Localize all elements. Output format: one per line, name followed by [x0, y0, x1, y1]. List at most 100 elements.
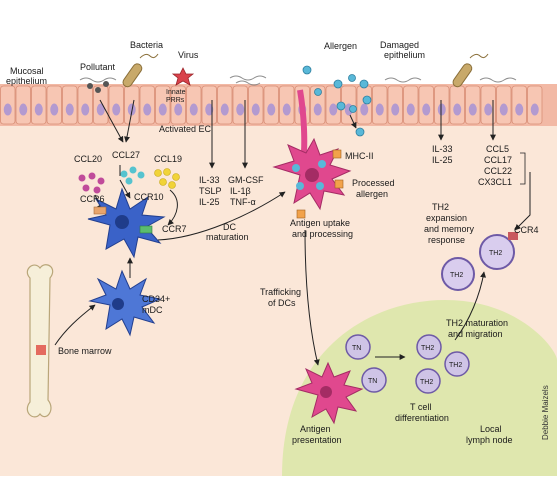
- labels: Mucosal epithelium Pollutant Bacteria Vi…: [6, 40, 550, 445]
- label-dc-maturation-2: maturation: [206, 232, 249, 242]
- cell-nucleus: [143, 103, 152, 116]
- cell-nucleus: [530, 103, 539, 116]
- dendritic-cell-pink: [272, 89, 352, 219]
- label-il33-mid: IL-33: [199, 175, 220, 185]
- cell-nucleus: [236, 103, 245, 116]
- label-trafficking-1: Trafficking: [260, 287, 301, 297]
- label-bone-marrow: Bone marrow: [58, 346, 112, 356]
- cell-nucleus: [484, 103, 493, 116]
- bone-icon: [26, 264, 54, 418]
- label-antigen-uptake-2: and processing: [292, 229, 353, 239]
- ccr7-receptor: [139, 225, 153, 234]
- label-mucosal-1: Mucosal: [10, 66, 44, 76]
- label-th2-4: TH2: [450, 272, 463, 279]
- label-th2-exp-2: expansion: [426, 213, 467, 223]
- label-ccr6: CCR6: [80, 194, 105, 204]
- label-th2-2: TH2: [420, 379, 433, 386]
- label-dc-maturation-1: DC: [223, 222, 236, 232]
- label-pollutant: Pollutant: [80, 62, 116, 72]
- label-innate-1: Innate: [166, 89, 186, 96]
- label-ccr10: CCR10: [134, 192, 164, 202]
- chemokine-bracket: [520, 152, 526, 185]
- label-tn-1: TN: [352, 345, 361, 352]
- cell-nucleus: [406, 103, 415, 116]
- label-lymph-2: lymph node: [466, 435, 513, 445]
- label-antigen-uptake-1: Antigen uptake: [290, 218, 350, 228]
- label-tn-2: TN: [368, 378, 377, 385]
- antigen-presenting-cell: [294, 361, 364, 425]
- label-ccl5: CCL5: [486, 144, 509, 154]
- cell-nucleus: [34, 103, 43, 116]
- mucus-wisps: [79, 75, 517, 86]
- cell-nucleus: [437, 103, 446, 116]
- cell-nucleus: [267, 103, 276, 116]
- chemokine-ccl20-dots: [78, 172, 105, 194]
- label-antigen-pres-1: Antigen: [300, 424, 331, 434]
- label-processed-2: allergen: [356, 189, 388, 199]
- label-damaged-1: Damaged: [380, 40, 419, 50]
- cell-nucleus: [375, 103, 384, 116]
- label-bacteria: Bacteria: [130, 40, 163, 50]
- cell-nucleus: [81, 103, 90, 116]
- allergen-particles: [302, 65, 372, 137]
- label-th2-1: TH2: [421, 345, 434, 352]
- cell-nucleus: [391, 103, 400, 116]
- chemokine-ccl19-dots: [154, 168, 180, 189]
- label-ccl19: CCL19: [154, 154, 182, 164]
- label-il33-right: IL-33: [432, 144, 453, 154]
- label-il1b: IL-1β: [230, 186, 251, 196]
- label-tcell-1: T cell: [410, 402, 431, 412]
- label-mhc2: MHC-II: [345, 151, 374, 161]
- label-tnfa: TNF-α: [230, 197, 256, 207]
- cell-nucleus: [220, 103, 229, 116]
- cell-nucleus: [329, 103, 338, 116]
- cell-nucleus: [468, 103, 477, 116]
- label-cd34-1: CD34+: [142, 294, 170, 304]
- label-ccl20: CCL20: [74, 154, 102, 164]
- pollutant-icon: [87, 81, 109, 93]
- label-activated-ec: Activated EC: [159, 124, 212, 134]
- label-il25-mid: IL-25: [199, 197, 220, 207]
- label-lymph-1: Local: [480, 424, 502, 434]
- label-virus: Virus: [178, 50, 199, 60]
- credit: Debbie Maizels: [541, 385, 550, 440]
- mucosal-epithelium: [0, 84, 557, 126]
- ccr6-receptor: [93, 206, 107, 215]
- cell-nucleus: [96, 103, 105, 116]
- chemokine-ccl27-dots: [120, 166, 145, 185]
- bone-marrow-site: [36, 345, 46, 355]
- cd34-mdc-cell: [88, 269, 162, 337]
- dendritic-cell-mature: [87, 187, 166, 259]
- cell-nucleus: [3, 103, 12, 116]
- ccr4-receptor: [508, 232, 518, 240]
- cell-nucleus: [282, 103, 291, 116]
- label-tslp: TSLP: [199, 186, 222, 196]
- label-tcell-2: differentiation: [395, 413, 449, 423]
- label-ccl22: CCL22: [484, 166, 512, 176]
- cell-nucleus: [158, 103, 167, 116]
- label-mucosal-2: epithelium: [6, 76, 47, 86]
- cell-nucleus: [189, 103, 198, 116]
- label-th2-3: TH2: [449, 362, 462, 369]
- label-cd34-2: mDC: [142, 305, 163, 315]
- cell-nucleus: [360, 103, 369, 116]
- label-allergen: Allergen: [324, 41, 357, 51]
- label-th2-exp-3: and memory: [424, 224, 475, 234]
- label-th2-mat-2: and migration: [448, 329, 503, 339]
- cell-nucleus: [174, 103, 183, 116]
- virus-icon: [171, 67, 195, 86]
- cell-nucleus: [251, 103, 260, 116]
- label-processed-1: Processed: [352, 178, 395, 188]
- cell-nucleus: [19, 103, 28, 116]
- cell-nucleus: [112, 103, 121, 116]
- cell-nucleus: [453, 103, 462, 116]
- label-th2-exp-4: response: [428, 235, 465, 245]
- cell-nucleus: [65, 103, 74, 116]
- label-ccr4: CCR4: [514, 225, 539, 235]
- cell-nucleus: [422, 103, 431, 116]
- cell-nucleus: [499, 103, 508, 116]
- label-th2-exp-1: TH2: [432, 202, 449, 212]
- label-th2-mat-1: TH2 maturation: [446, 318, 508, 328]
